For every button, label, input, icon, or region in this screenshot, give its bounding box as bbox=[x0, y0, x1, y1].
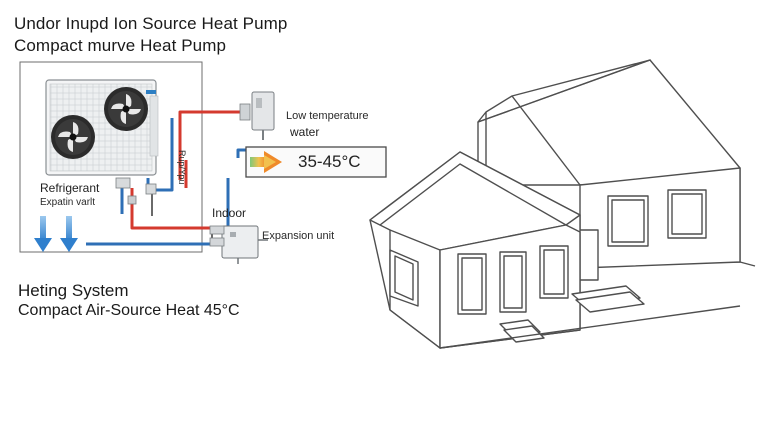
system-frame bbox=[19, 61, 203, 253]
section-title: Heting System bbox=[18, 281, 129, 300]
right-arrow-icon bbox=[250, 151, 282, 173]
expansion-unit-label: Expansion unit bbox=[262, 230, 335, 242]
low-temp-label-line1: Low temperature bbox=[286, 110, 369, 122]
temperature-range: 35-45°C bbox=[298, 152, 361, 171]
refrigerant-valve bbox=[115, 177, 157, 205]
title-line-2: Compact murve Heat Pump bbox=[14, 36, 227, 55]
top-valve bbox=[239, 91, 275, 140]
expansion-valve-label: Expatin varlt bbox=[40, 197, 96, 208]
low-temp-label-line2: water bbox=[290, 125, 320, 139]
refrigerant-label: Refrigerant bbox=[40, 181, 100, 195]
pipe-label-1: Rup/Ypu bbox=[177, 150, 187, 185]
expansion-unit-box bbox=[209, 225, 268, 264]
down-arrow-icon bbox=[60, 216, 78, 252]
house-drawing bbox=[369, 59, 756, 349]
down-arrow-icon bbox=[34, 216, 52, 252]
indoor-label: Indoor bbox=[212, 206, 247, 220]
section-subtitle: Compact Air-Source Heat 45°C bbox=[18, 302, 240, 319]
title-line-1: Undor Inupd Ion Source Heat Pump bbox=[14, 14, 288, 33]
fan-icon bbox=[51, 115, 95, 159]
fan-icon bbox=[104, 87, 148, 131]
